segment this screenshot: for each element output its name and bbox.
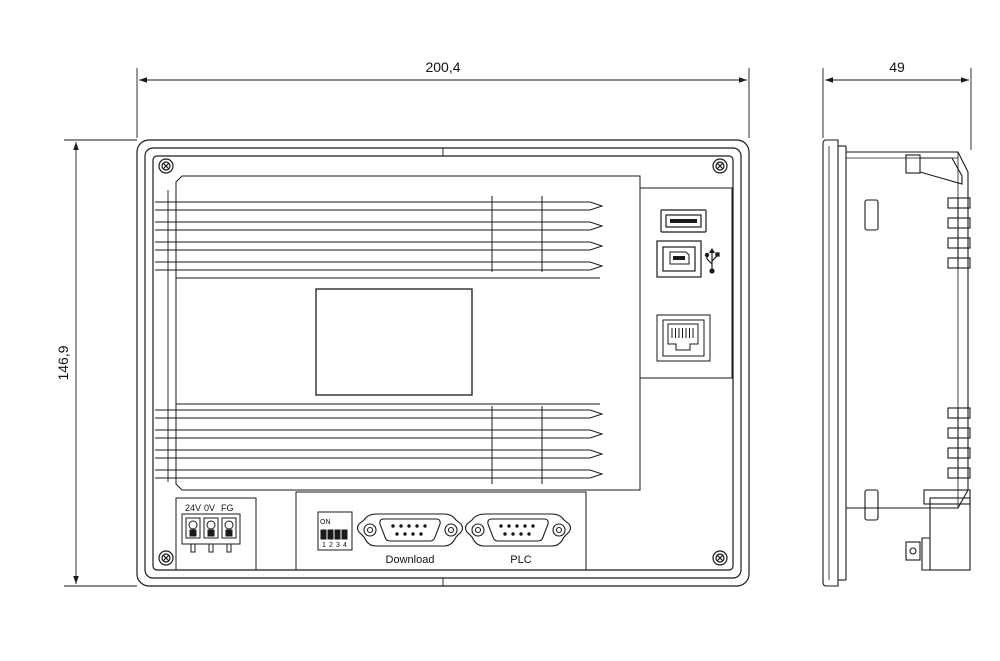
width-dimension: 200,4	[136, 59, 750, 138]
outer-frame	[136, 139, 750, 587]
screw-icon	[158, 158, 174, 174]
lower-vent-fins	[155, 403, 604, 484]
side-slot	[864, 489, 879, 521]
ethernet-port[interactable]	[656, 314, 711, 362]
usb-icon	[704, 248, 720, 274]
side-bezel	[822, 139, 839, 587]
dip-number: 2	[329, 542, 333, 549]
side-slot	[864, 199, 879, 231]
height-dimension: 146,9	[55, 139, 137, 587]
dip-switch[interactable]	[317, 511, 353, 551]
power-label-fg: FG	[221, 503, 234, 513]
dip-number: 4	[343, 542, 347, 549]
usb-a-port[interactable]	[660, 209, 707, 233]
usb-b-port[interactable]	[656, 240, 702, 278]
depth-dimension: 49	[822, 59, 972, 150]
plc-port[interactable]	[464, 513, 572, 547]
power-label-24v: 24V	[185, 503, 201, 513]
depth-dimension-label: 49	[889, 59, 905, 75]
screw-icon	[712, 550, 728, 566]
dip-number: 3	[336, 542, 340, 549]
rear-panel-view: 24V 0V FG ON 1 2 3 4 Download	[136, 139, 750, 587]
housing	[152, 155, 734, 571]
download-port-label: Download	[386, 554, 435, 566]
power-terminal[interactable]	[181, 513, 241, 553]
width-dimension-label: 200,4	[425, 59, 460, 75]
dip-on-label: ON	[320, 519, 331, 526]
plc-port-label: PLC	[510, 554, 531, 566]
label-window	[315, 288, 473, 396]
comms-panel	[295, 491, 587, 571]
power-label-0v: 0V	[204, 503, 215, 513]
height-dimension-label: 146,9	[55, 345, 71, 380]
screw-icon	[158, 550, 174, 566]
rear-body-outline	[175, 175, 641, 491]
side-housing	[846, 151, 969, 509]
side-view	[822, 139, 971, 587]
side-fin-teeth-upper	[947, 197, 971, 269]
power-panel	[175, 497, 257, 571]
upper-vent-fins	[155, 196, 604, 279]
dip-number: 1	[322, 542, 326, 549]
io-panel	[639, 187, 733, 379]
screw-icon	[712, 158, 728, 174]
download-port[interactable]	[356, 513, 464, 547]
side-fin-teeth-lower	[947, 407, 971, 479]
